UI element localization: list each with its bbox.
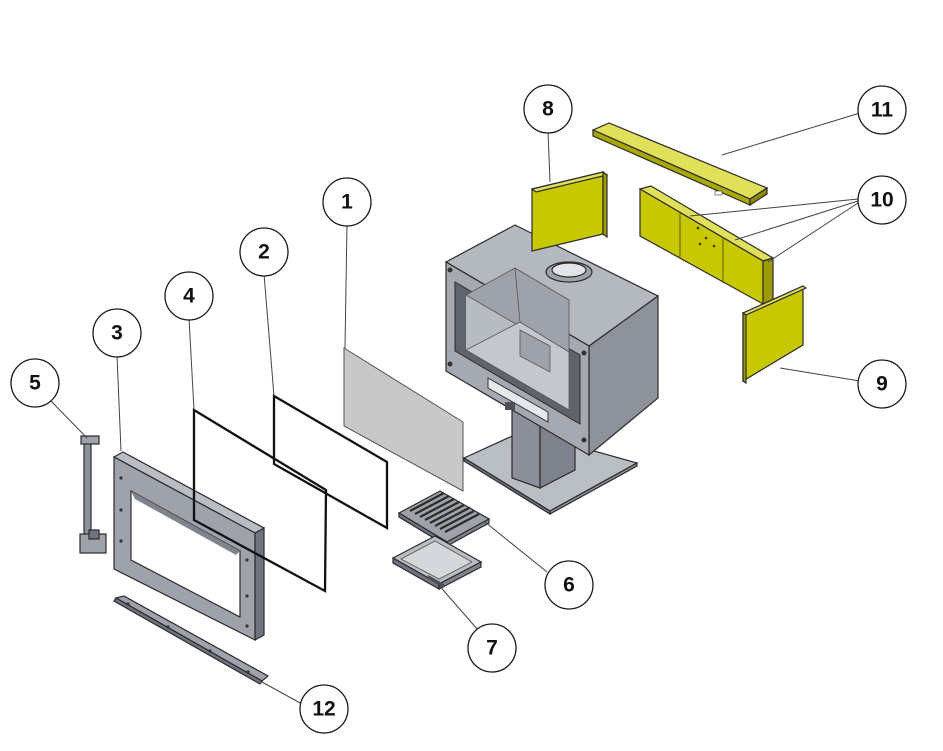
callout-5-label: 5 (29, 372, 41, 395)
callout-6: 6 (544, 560, 594, 610)
part-grate (397, 490, 491, 548)
callout-7: 7 (467, 623, 517, 673)
callout-8: 8 (523, 84, 573, 134)
callout-10: 10 (857, 175, 907, 225)
part-glass-panel (343, 347, 464, 492)
callout-4-label: 4 (183, 285, 195, 308)
callout-4: 4 (164, 271, 214, 321)
part-glass-gasket (272, 393, 389, 530)
callout-9-label: 9 (876, 373, 888, 396)
part-stove-body (444, 224, 660, 516)
part-bottom-bar (113, 595, 270, 685)
callout-1: 1 (322, 177, 372, 227)
part-door-hinge (79, 435, 107, 554)
part-frame-gasket (192, 407, 328, 593)
part-liner-left (530, 170, 609, 252)
callout-10-label: 10 (870, 189, 893, 212)
callout-5: 5 (10, 358, 60, 408)
part-ash-tray (391, 535, 483, 591)
leader-lines (49, 112, 861, 705)
part-liner-back (638, 185, 775, 306)
callout-6-label: 6 (563, 574, 575, 597)
callout-9: 9 (857, 359, 907, 409)
part-baffle (591, 122, 769, 207)
callout-1-label: 1 (341, 191, 353, 214)
callout-3-label: 3 (111, 322, 123, 345)
callout-11: 11 (857, 85, 907, 135)
part-liner-right (741, 285, 808, 385)
callout-2: 2 (239, 227, 289, 277)
callout-11-label: 11 (871, 99, 894, 122)
callout-3: 3 (92, 308, 142, 358)
callout-2-label: 2 (258, 241, 270, 264)
callout-12-label: 12 (312, 698, 335, 721)
callout-8-label: 8 (542, 98, 554, 121)
callout-7-label: 7 (486, 637, 498, 660)
callout-12: 12 (299, 684, 349, 734)
